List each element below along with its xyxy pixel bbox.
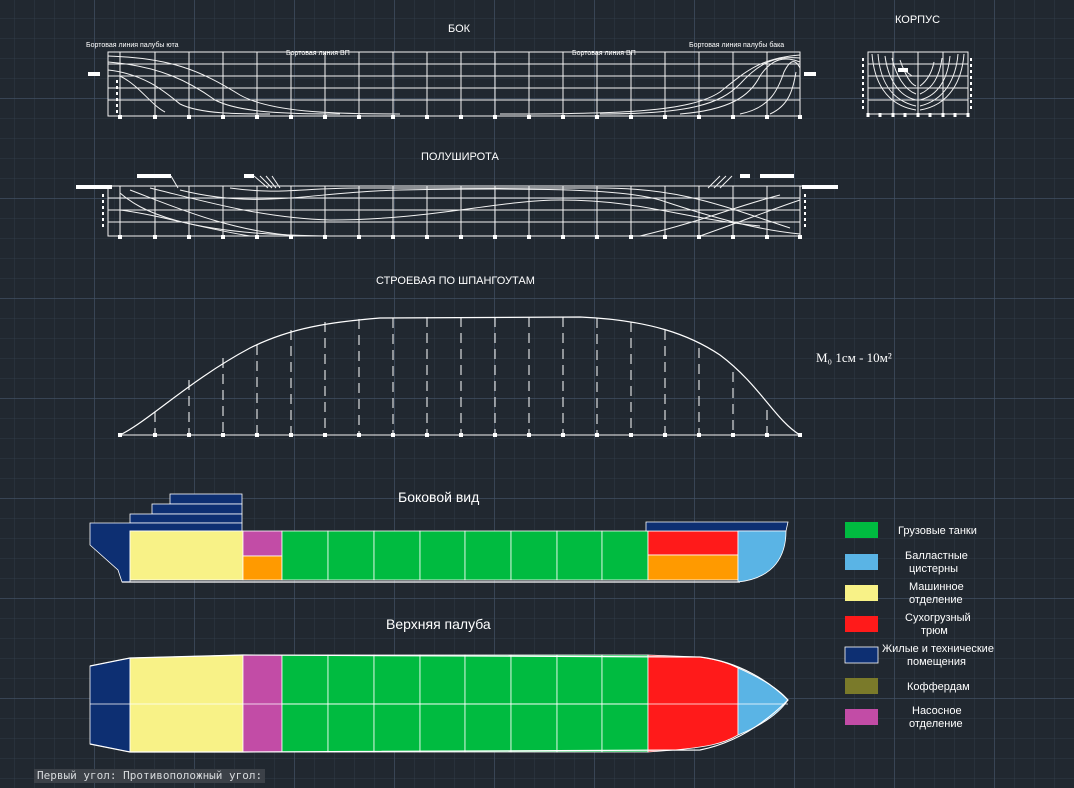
profile-pump-room[interactable] — [242, 530, 283, 557]
deck-cargo-tank-1-s[interactable] — [281, 703, 329, 753]
deck-cargo-tank-8-s[interactable] — [601, 703, 649, 753]
superstructure-tier-3[interactable] — [169, 493, 243, 505]
superstructure-tier-1[interactable] — [129, 513, 243, 524]
superstructure-tier-2[interactable] — [151, 503, 243, 515]
sectional-area-title: СТРОЕВАЯ ПО ШПАНГОУТАМ — [376, 275, 535, 287]
deck-stern-living[interactable] — [89, 657, 131, 753]
profile-engine-room[interactable] — [129, 530, 244, 581]
profile-cargo-tank-2[interactable] — [327, 530, 375, 581]
deck-cargo-tank-5-s[interactable] — [464, 703, 512, 753]
deck-fore-ballast[interactable] — [737, 667, 789, 736]
profile-cargo-tank-4[interactable] — [419, 530, 466, 581]
legend-swatch-pump — [845, 709, 878, 725]
deck-cargo-tank-2-p[interactable] — [327, 654, 375, 705]
profile-cargo-tank-8[interactable] — [601, 530, 649, 581]
side-view-drawing — [88, 51, 816, 119]
deck-cargo-tank-4-p[interactable] — [419, 654, 466, 705]
legend-swatch-dry-hold — [845, 616, 878, 632]
deck-cargo-tank-7-s[interactable] — [556, 703, 603, 753]
deck-cargo-tank-2-s[interactable] — [327, 703, 375, 753]
deck-dry-hold[interactable] — [647, 654, 739, 753]
poop-deck-line-label: Бортовая линия палубы юта — [86, 41, 179, 49]
sectional-area-curve — [118, 316, 802, 437]
deck-cargo-tank-3-p[interactable] — [373, 654, 421, 705]
side-view-title: БОК — [448, 23, 471, 35]
deck-cargo-tank-4-s[interactable] — [419, 703, 466, 753]
deck-cargo-tank-3-s[interactable] — [373, 703, 421, 753]
profile-cargo-tank-1[interactable] — [281, 530, 329, 581]
profile-forward-orange[interactable] — [647, 554, 739, 581]
half-breadth-title: ПОЛУШИРОТА — [421, 151, 500, 163]
deck-cargo-tank-6-p[interactable] — [510, 654, 558, 705]
scale-note: M₀ 1см - 10м² — [816, 350, 892, 365]
deck-pump-room[interactable] — [242, 654, 283, 753]
waterline-label-2: Бортовая линия ВП — [572, 50, 636, 57]
profile-cargo-tank-7[interactable] — [556, 530, 603, 581]
half-breadth-drawing — [76, 174, 838, 239]
legend-swatch-ballast — [845, 554, 878, 570]
body-plan-drawing — [862, 51, 972, 117]
command-line-prompt[interactable]: Первый угол: Противоположный угол: — [34, 769, 266, 783]
body-plan-title: КОРПУС — [895, 14, 940, 26]
deck-cargo-tank-5-p[interactable] — [464, 654, 512, 705]
legend-label-cofferdam: Коффердам — [907, 681, 970, 693]
legend-swatch-engine — [845, 585, 878, 601]
deck-cargo-tank-7-p[interactable] — [556, 654, 603, 705]
deck-engine-room[interactable] — [129, 654, 244, 753]
profile-view[interactable] — [89, 493, 789, 583]
profile-view-title: Боковой вид — [398, 489, 479, 505]
legend-swatch-cargo — [845, 522, 878, 538]
profile-cargo-tank-5[interactable] — [464, 530, 512, 581]
deck-cargo-tank-8-p[interactable] — [601, 654, 649, 705]
forecastle-block[interactable] — [645, 521, 789, 532]
legend-label-cargo: Грузовые танки — [898, 525, 977, 537]
upper-deck-title: Верхняя палуба — [386, 616, 491, 632]
deck-cargo-tank-1-p[interactable] — [281, 654, 329, 705]
profile-orange-compartment[interactable] — [242, 555, 283, 581]
profile-cargo-tank-6[interactable] — [510, 530, 558, 581]
profile-fore-ballast[interactable] — [737, 530, 787, 583]
legend-swatch-cofferdam — [845, 678, 878, 694]
upper-deck-view[interactable] — [89, 654, 789, 753]
forecastle-deck-line-label: Бортовая линия палубы бака — [689, 41, 784, 49]
profile-dry-hold[interactable] — [647, 530, 739, 556]
legend-swatch-living — [844, 646, 879, 664]
waterline-label-1: Бортовая линия ВП — [286, 50, 350, 57]
deck-cargo-tank-6-s[interactable] — [510, 703, 558, 753]
profile-cargo-tank-3[interactable] — [373, 530, 421, 581]
